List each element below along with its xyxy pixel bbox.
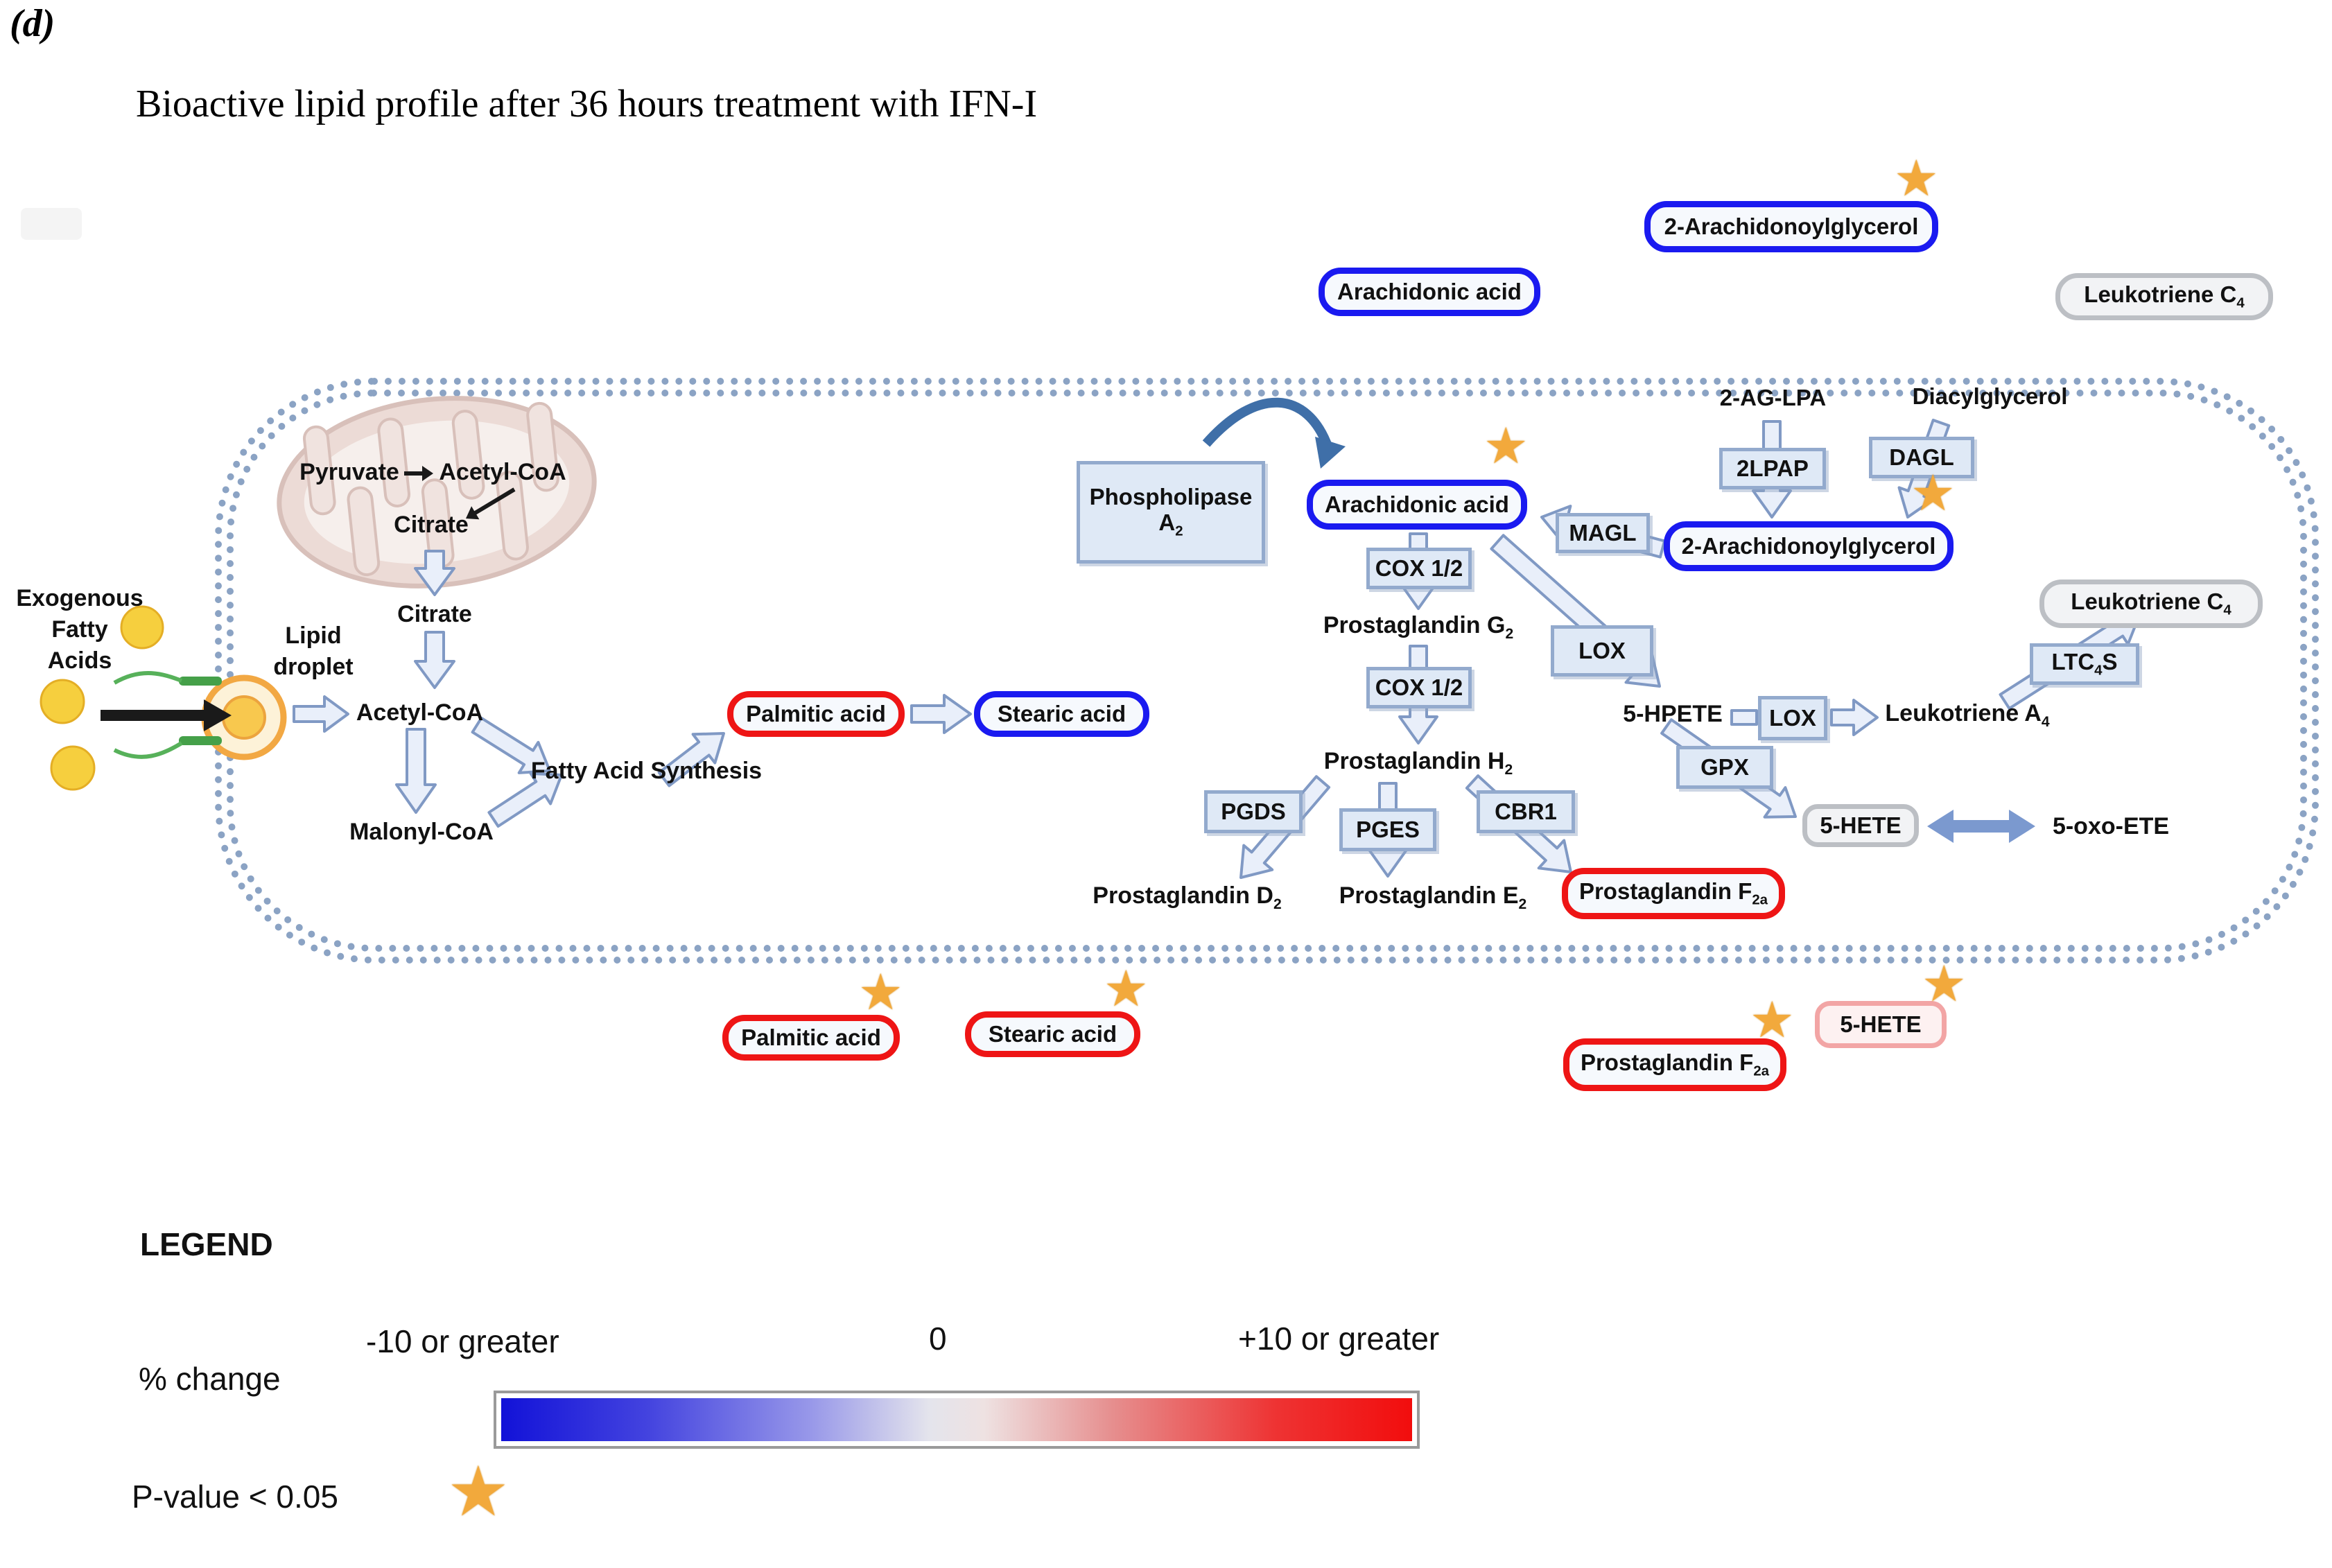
significance-star-icon: ★ [447, 1453, 510, 1531]
node-prostaglandin-f2a-cell: Prostaglandin F2a [1562, 868, 1785, 919]
label-5-hpete: 5-HPETE [1623, 700, 1723, 727]
label-fatty-acid-synthesis: Fatty Acid Synthesis [530, 757, 763, 784]
significance-star-icon: ★ [1894, 151, 1939, 207]
node-stearic-acid-bottom: Stearic acid [965, 1011, 1140, 1057]
enzyme-pgds: PGDS [1204, 790, 1303, 833]
label-exogenous-fatty-acids: Exogenous Fatty Acids [16, 585, 143, 674]
label-citrate: Citrate [397, 600, 472, 627]
label-lipid-droplet: Lipid droplet [273, 622, 354, 680]
cell-membrane-inner [227, 390, 2307, 952]
enzyme-gpx: GPX [1676, 746, 1773, 789]
legend-tick-negative: -10 or greater [366, 1323, 559, 1359]
significance-star-icon: ★ [1750, 993, 1795, 1048]
label-acetyl-coa: Acetyl-CoA [356, 699, 484, 726]
label-acetyl-coa-mito: Acetyl-CoA [439, 458, 566, 485]
label-5-oxo-ete: 5-oxo-ETE [2052, 812, 2170, 839]
node-palmitic-acid-bottom: Palmitic acid [722, 1015, 900, 1061]
node-stearic-acid-cell: Stearic acid [974, 691, 1149, 737]
enzyme-cbr1: CBR1 [1477, 790, 1575, 833]
legend-pct-change-label: % change [139, 1361, 281, 1397]
node-2-arachidonoylglycerol-cell: 2-Arachidonoylglycerol [1664, 521, 1954, 571]
enzyme-phospholipase-a2: Phospholipase A2 [1077, 461, 1265, 564]
membrane-label-2-ag-lpa: 2-AG-LPA [1719, 385, 1827, 410]
label-malonyl-coa: Malonyl-CoA [349, 818, 494, 845]
enzyme-2lpap: 2LPAP [1719, 448, 1826, 489]
significance-star-icon: ★ [1911, 466, 1956, 521]
legend-pvalue-label: P-value < 0.05 [132, 1479, 338, 1515]
cell-membrane [215, 378, 2319, 964]
node-arachidonic-acid-cell: Arachidonic acid [1307, 480, 1527, 530]
label-citrate-mito: Citrate [394, 511, 469, 538]
significance-star-icon: ★ [1104, 961, 1149, 1017]
pct-change-colorbar [494, 1391, 1420, 1449]
panel-letter: (d) [10, 2, 55, 45]
node-prostaglandin-f2a-bottom: Prostaglandin F2a [1563, 1038, 1786, 1091]
pct-change-gradient [501, 1398, 1412, 1441]
label-leukotriene-a4: Leukotriene A4 [1885, 700, 2050, 730]
faint-artifact-tag [21, 208, 82, 240]
significance-star-icon: ★ [1922, 957, 1967, 1012]
label-prostaglandin-h2: Prostaglandin H2 [1323, 748, 1513, 778]
node-palmitic-acid-cell: Palmitic acid [727, 691, 905, 737]
node-5-hete-bottom: 5-HETE [1815, 1001, 1947, 1048]
enzyme-lox-lower: LOX [1758, 696, 1827, 740]
node-arachidonic-acid-top: Arachidonic acid [1319, 268, 1540, 316]
membrane-label-diacylglycerol: Diacylglycerol [1912, 383, 2068, 409]
legend-heading: LEGEND [140, 1226, 273, 1262]
node-5-hete-cell: 5-HETE [1802, 804, 1919, 847]
node-leukotriene-c4-top: Leukotriene C4 [2055, 273, 2273, 320]
significance-star-icon: ★ [1483, 419, 1529, 474]
label-prostaglandin-e2: Prostaglandin E2 [1339, 882, 1527, 912]
label-prostaglandin-g2: Prostaglandin G2 [1323, 612, 1514, 642]
enzyme-lox-upper: LOX [1551, 625, 1653, 677]
enzyme-cox12-upper: COX 1/2 [1366, 548, 1472, 589]
label-prostaglandin-d2: Prostaglandin D2 [1093, 882, 1282, 912]
legend-tick-positive: +10 or greater [1238, 1321, 1440, 1357]
enzyme-pges: PGES [1339, 808, 1436, 851]
node-leukotriene-c4-cell: Leukotriene C4 [2039, 580, 2263, 628]
label-pyruvate: Pyruvate [299, 458, 399, 485]
significance-star-icon: ★ [858, 965, 903, 1020]
enzyme-magl: MAGL [1556, 513, 1650, 553]
enzyme-ltc4s: LTC4S [2030, 643, 2139, 685]
legend-tick-zero: 0 [929, 1321, 947, 1357]
enzyme-cox12-lower: COX 1/2 [1366, 667, 1472, 708]
figure-title: Bioactive lipid profile after 36 hours t… [136, 82, 1038, 125]
node-2-arachidonoylglycerol-top: 2-Arachidonoylglycerol [1644, 201, 1938, 252]
